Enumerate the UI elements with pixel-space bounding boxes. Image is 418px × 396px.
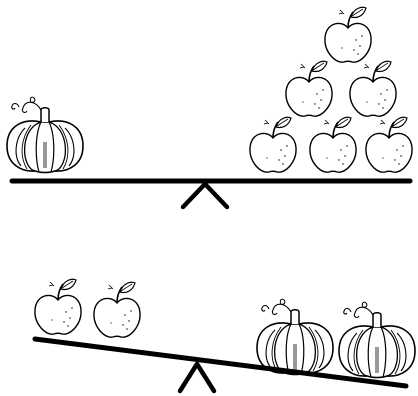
apple [309, 116, 357, 174]
pumpkin [256, 298, 334, 376]
scale-top-left-pan [6, 96, 84, 174]
apple [365, 116, 413, 174]
scale-top-right-pan [249, 6, 413, 174]
scale-top [6, 6, 413, 210]
apple [34, 278, 82, 336]
scale-bottom-beam [32, 336, 409, 389]
apple [324, 6, 372, 64]
apple [93, 281, 141, 339]
scale-bottom-left-pan [34, 278, 141, 339]
apple [249, 116, 297, 174]
apple [349, 60, 397, 118]
scale-bottom [32, 278, 416, 394]
pumpkin [338, 301, 416, 379]
pumpkin [6, 96, 84, 174]
scale-bottom-right-pan [256, 298, 416, 379]
apple [285, 60, 333, 118]
scale-bottom-fulcrum [177, 361, 217, 394]
scale-top-fulcrum [180, 181, 230, 210]
